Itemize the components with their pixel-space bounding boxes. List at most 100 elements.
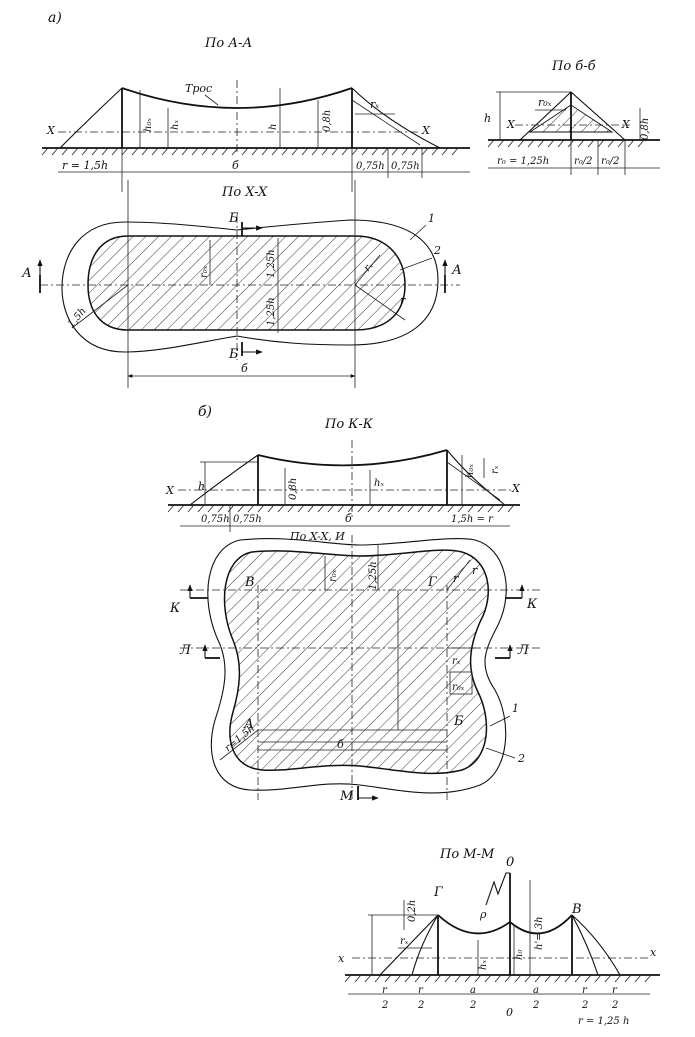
dim-b: б bbox=[232, 159, 239, 172]
leader-2-b bbox=[485, 747, 516, 759]
h08-bb: 0,8h bbox=[640, 118, 651, 140]
x-left-mm: x bbox=[338, 952, 345, 965]
cable-label: Трос bbox=[185, 82, 212, 95]
inner-zone bbox=[87, 235, 406, 331]
h: h bbox=[268, 124, 279, 130]
figure-b-label: б) bbox=[198, 404, 212, 420]
section-kk-title: По К-К bbox=[324, 417, 374, 432]
label-1-b: 1 bbox=[512, 702, 519, 715]
pt-a: А bbox=[243, 717, 254, 732]
section-aa-title: По А-А bbox=[204, 36, 252, 51]
frac-a1-num: a bbox=[470, 985, 476, 996]
frac-r4-den: 2 bbox=[611, 1000, 618, 1011]
cut-k-left: К bbox=[169, 601, 181, 616]
cable-mm bbox=[437, 914, 573, 935]
zone-mm-left bbox=[379, 914, 439, 976]
r-box bbox=[449, 671, 473, 695]
fractions-mm: r 2 r 2 a 2 a 2 r 2 r 2 bbox=[381, 985, 618, 1011]
ground-hatch-kk bbox=[167, 504, 515, 513]
cut-b-bottom: Б bbox=[228, 347, 239, 362]
pt-v-mm: В bbox=[571, 902, 582, 917]
cut-k-right: К bbox=[526, 597, 538, 612]
r-plan: r bbox=[400, 294, 406, 307]
cut-l-left: Л bbox=[179, 643, 192, 658]
frac-r1-num: r bbox=[382, 985, 388, 996]
h-ox: h₀ₓ bbox=[143, 118, 154, 132]
r-r-plan: r bbox=[472, 564, 478, 577]
r-ox-plan-b: r₀ₓ bbox=[452, 682, 465, 693]
plan-b: По X-X, И К К Л Л М bbox=[169, 530, 540, 804]
r-ox-plan: r₀ₓ bbox=[328, 569, 339, 582]
zone-mm-right2 bbox=[571, 914, 599, 976]
dim-075b-kk: 0,75h bbox=[233, 514, 262, 525]
zone-mm-right bbox=[571, 914, 621, 976]
center-mm: 0 bbox=[506, 1006, 513, 1019]
section-bb-title: По б-б bbox=[551, 59, 596, 74]
dim-r-mm: r = 1,25 h bbox=[578, 1016, 629, 1027]
frac-a2-num: a bbox=[533, 985, 539, 996]
dim-075a: 0,75h bbox=[356, 161, 385, 172]
ground-hatch bbox=[41, 147, 459, 156]
zigzag-mm bbox=[485, 872, 510, 906]
cable-leader bbox=[204, 94, 219, 106]
zone-kk-right bbox=[446, 449, 506, 506]
dim-075a-kk: 0,75h bbox=[201, 514, 230, 525]
section-bb: По б-б X X h r₀ₓ 0,8h r₀ = 1,25h r₀/2 r₀… bbox=[484, 59, 660, 175]
zone-left bbox=[59, 87, 123, 149]
h08-kk: 0,8h bbox=[288, 478, 299, 500]
section-mm: По М-М x x Г 0 В 0,2h rₓ hₓ bbox=[338, 847, 660, 1027]
x-left-kk: X bbox=[165, 484, 175, 497]
frac-a1-den: 2 bbox=[469, 1000, 476, 1011]
figure-a-label: а) bbox=[48, 10, 62, 26]
dim-r0: r₀ = 1,25h bbox=[497, 156, 549, 167]
leader-2 bbox=[399, 257, 433, 271]
zone-right bbox=[351, 87, 441, 149]
plan-xx-title: По X-X bbox=[221, 185, 268, 200]
r-ox: r₀ₓ bbox=[199, 265, 210, 278]
r15-plan-line bbox=[219, 729, 259, 761]
x-right-bb: X bbox=[621, 118, 631, 131]
outer-zone-b bbox=[207, 538, 507, 794]
pt-g-mm: Г bbox=[433, 885, 443, 900]
x-right-kk: X bbox=[511, 482, 521, 495]
x-label-right: X bbox=[421, 124, 431, 137]
h-x: hₓ bbox=[170, 120, 181, 130]
cut-a-left: А bbox=[21, 266, 32, 281]
hx-kk: hₓ bbox=[374, 478, 384, 489]
h3-mm: h'= 3h bbox=[534, 916, 545, 950]
hox-kk: h₀ₓ bbox=[465, 464, 476, 478]
r-x: rₓ bbox=[370, 98, 379, 111]
section-mm-title: По М-М bbox=[439, 847, 495, 862]
frac-r2-den: 2 bbox=[417, 1000, 424, 1011]
cut-l-right: Л bbox=[517, 643, 530, 658]
dim-b-kk: б bbox=[345, 512, 352, 525]
x-right-mm: x bbox=[650, 946, 657, 959]
dim-r02b: r₀/2 bbox=[601, 156, 620, 167]
figure-b: б) По К-К X X h 0,8h hₓ h₀ₓ rₓ bbox=[165, 404, 660, 1027]
r-ox-bb: r₀ₓ bbox=[538, 96, 552, 109]
dim-b-plan-b: б bbox=[337, 738, 344, 751]
outer-zone bbox=[61, 219, 439, 353]
cut-b-top: Б bbox=[228, 211, 239, 226]
label-2: 2 bbox=[433, 244, 441, 257]
dim-r: r = 1,5h bbox=[62, 159, 108, 172]
r-plan-line-r bbox=[446, 559, 471, 591]
frac-r3-num: r bbox=[582, 985, 588, 996]
cut-a-right: А bbox=[451, 263, 462, 278]
plan-xx: По X-X Б Б А А 1,5h r₀ₓ 1 bbox=[21, 180, 462, 388]
r-x-plan-b: rₓ bbox=[452, 656, 461, 667]
hx-mm: hₓ bbox=[478, 960, 489, 970]
dim-r02a: r₀/2 bbox=[574, 156, 593, 167]
d125a: 1,25h bbox=[266, 249, 277, 278]
pt-0-mm: 0 bbox=[506, 855, 514, 870]
zone-mm-left2 bbox=[411, 914, 439, 976]
r-line bbox=[354, 284, 406, 321]
ground-hatch-mm bbox=[344, 974, 652, 983]
x-label-left: X bbox=[46, 124, 56, 137]
inner-zone-b bbox=[223, 549, 489, 775]
r-x-line bbox=[354, 254, 381, 286]
leader-1-b bbox=[489, 715, 511, 727]
guy-kk bbox=[446, 461, 501, 501]
frac-r4-num: r bbox=[612, 985, 618, 996]
ho-mm: h₀ bbox=[514, 950, 525, 960]
